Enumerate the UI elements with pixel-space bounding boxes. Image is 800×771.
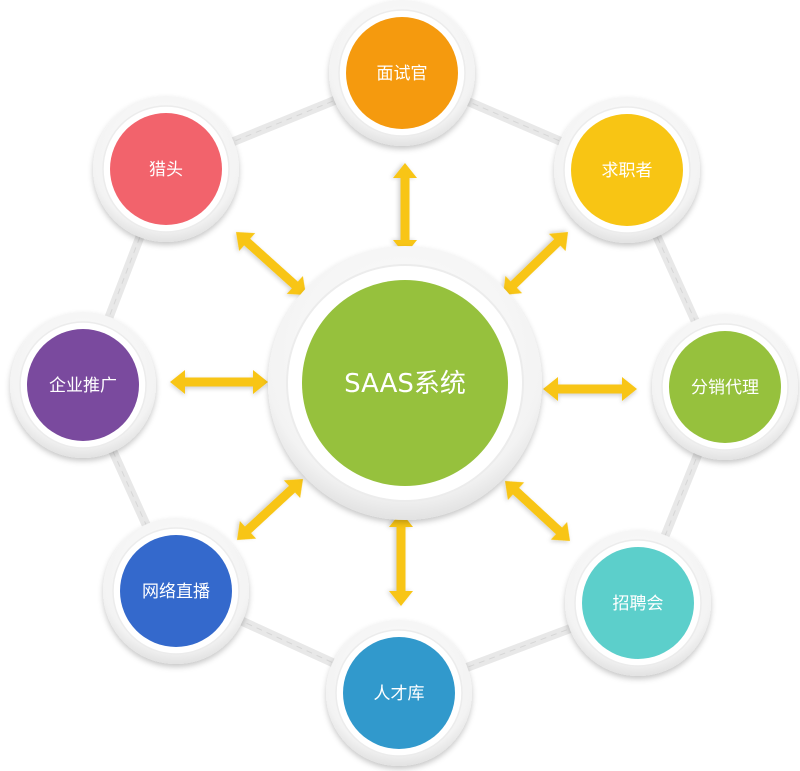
node-circle-distribution-agent [669, 331, 781, 443]
node-label-distribution-agent: 分销代理 [691, 378, 759, 398]
node-talent-pool: 人才库 [326, 620, 472, 766]
center-circle [302, 280, 508, 486]
center-label: SAAS系统 [344, 369, 466, 399]
node-jobseeker: 求职者 [554, 97, 700, 243]
arrow-live-stream [236, 478, 304, 541]
arrow-talent-pool [389, 512, 413, 606]
node-headhunter: 猎头 [93, 96, 239, 242]
arrow-distribution-agent [543, 377, 637, 401]
node-circle-job-fair [582, 547, 694, 659]
node-circle-enterprise-promotion [27, 329, 139, 441]
node-label-talent-pool: 人才库 [374, 684, 425, 704]
node-label-enterprise-promotion: 企业推广 [49, 376, 117, 396]
node-label-interviewer: 面试官 [377, 64, 428, 84]
center-node-saas: SAAS系统 [268, 246, 542, 520]
node-job-fair: 招聘会 [565, 530, 711, 676]
node-circle-interviewer [346, 17, 458, 129]
node-circle-talent-pool [343, 637, 455, 749]
arrow-interviewer [393, 163, 417, 255]
node-live-stream: 网络直播 [103, 518, 249, 664]
node-label-live-stream: 网络直播 [142, 582, 210, 602]
node-enterprise-promotion: 企业推广 [10, 312, 156, 458]
node-label-job-fair: 招聘会 [613, 594, 664, 614]
node-interviewer: 面试官 [329, 0, 475, 146]
arrow-job-fair [505, 481, 570, 541]
arrow-headhunter [235, 231, 307, 296]
arrows [170, 163, 637, 606]
node-distribution-agent: 分销代理 [652, 314, 798, 460]
arrow-enterprise-promotion [170, 370, 268, 394]
node-circle-headhunter [110, 113, 222, 225]
node-circle-jobseeker [571, 114, 683, 226]
node-label-jobseeker: 求职者 [602, 161, 653, 181]
node-circle-live-stream [120, 535, 232, 647]
node-label-headhunter: 猎头 [149, 160, 183, 180]
arrow-jobseeker [502, 231, 569, 296]
